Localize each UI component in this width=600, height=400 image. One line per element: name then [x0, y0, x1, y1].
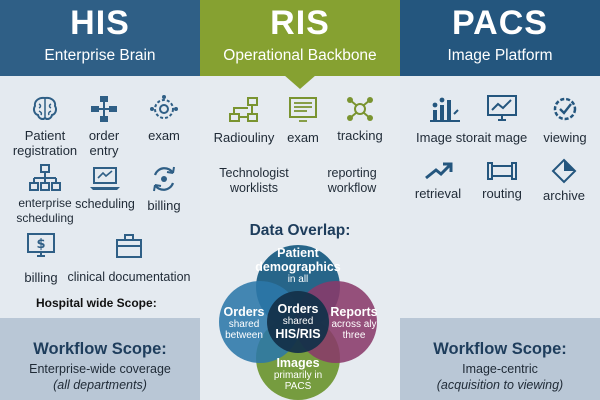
his-item-billing-2: $ billing: [14, 232, 68, 285]
diamond-arrow-icon: [551, 158, 577, 184]
pacs-header: PACS Image Platform: [400, 0, 600, 76]
arrow-retrieve-icon: [425, 162, 453, 180]
his-footer-line1: Enterprise-wide coverage: [29, 362, 171, 376]
his-item-label: Patient registration: [12, 128, 78, 158]
pacs-item-label: archive: [543, 188, 585, 203]
his-item-label: exam: [148, 128, 180, 143]
pacs-item-label: retrieval: [414, 186, 462, 201]
his-item-scheduling: scheduling: [72, 166, 138, 212]
venn-top-label: Patient demographics in all: [248, 246, 348, 285]
his-item-label: clinical documentation: [67, 270, 191, 284]
his-footer-title: Workflow Scope:: [33, 340, 167, 358]
his-footer: Workflow Scope: Enterprise-wide coverage…: [0, 318, 200, 400]
venn-bottom-label: Images primarily in PACS: [266, 356, 330, 392]
pacs-footer-title: Workflow Scope:: [433, 340, 567, 358]
check-gear-icon: [553, 97, 577, 121]
his-item-label: enterprise scheduling: [16, 196, 74, 225]
his-scope-note: Hospital wide Scope:: [36, 296, 157, 310]
dollar-monitor-icon: $: [27, 233, 55, 257]
pacs-item-image-storage: Image storait mage: [408, 96, 538, 145]
ris-item-label: Technologist worklists: [219, 166, 289, 195]
ris-item-label: Radiouliny: [213, 130, 275, 145]
venn-right-label: Reports across aly three: [328, 305, 380, 341]
pacs-item-routing: routing: [476, 160, 528, 201]
venn-center-sub: shared: [282, 316, 314, 327]
people-chart-icon: [430, 97, 460, 122]
ris-item-label: reporting workflow: [327, 166, 377, 195]
ris-item-radiology: Radiouliny: [206, 96, 282, 145]
venn-center-title: Orders: [277, 302, 319, 316]
workflow-icon: [91, 96, 117, 122]
ris-item-tracking: tracking: [328, 94, 392, 143]
pacs-item-monitor: [482, 94, 522, 124]
venn-bottom-sub: primarily in PACS: [273, 370, 323, 392]
ris-item-technologist-worklists: Technologist worklists: [204, 166, 304, 196]
org-chart-icon: [29, 164, 61, 191]
his-footer-line2: (all departments): [53, 378, 147, 392]
pacs-footer: Workflow Scope: Image-centric (acquisiti…: [400, 318, 600, 400]
his-item-patient-registration: Patient registration: [6, 94, 84, 158]
his-item-exam: exam: [136, 94, 192, 143]
his-header: HIS Enterprise Brain: [0, 0, 200, 76]
pacs-item-label: viewing: [543, 130, 587, 145]
pacs-footer-line1: Image-centric: [462, 362, 538, 376]
flowchart-icon: [229, 97, 258, 122]
venn-top-title: Patient demographics: [255, 246, 341, 274]
pacs-item-viewing: viewing: [536, 94, 594, 145]
cycle-icon: [153, 166, 175, 192]
venn-bottom-title: Images: [276, 356, 320, 370]
data-overlap-title: Data Overlap:: [249, 222, 351, 239]
venn-left-title: Orders: [223, 305, 265, 319]
his-item-enterprise-scheduling: enterprise scheduling: [4, 164, 86, 226]
venn-center-tail: HIS/RIS: [275, 327, 321, 341]
venn-top-sub: in all: [287, 274, 309, 285]
ris-header: RIS Operational Backbone: [200, 0, 400, 76]
pacs-item-retrieval: retrieval: [410, 160, 466, 201]
pacs-item-label: routing: [482, 186, 522, 201]
laptop-icon: [90, 167, 120, 190]
network-icon: [347, 97, 373, 121]
his-item-order-entry: order entry: [76, 94, 132, 158]
ris-subtitle: Operational Backbone: [223, 47, 377, 64]
ris-title: RIS: [270, 4, 330, 42]
svg-text:$: $: [36, 237, 45, 252]
pacs-footer-line2: (acquisition to viewing): [436, 378, 564, 392]
his-item-label: order entry: [88, 128, 120, 158]
his-item-billing: billing: [138, 164, 190, 213]
monitor-chart-icon: [487, 95, 517, 121]
his-item-clinical-documentation: clinical documentation: [64, 232, 194, 285]
his-item-label: billing: [147, 198, 181, 213]
gear-network-icon: [150, 95, 178, 119]
ris-header-notch: [284, 75, 316, 89]
venn-right-sub: across aly three: [331, 319, 377, 341]
briefcase-icon: [116, 234, 142, 258]
ris-item-reporting-workflow: reporting workflow: [314, 166, 390, 196]
his-item-label: billing: [24, 270, 58, 285]
ris-item-label: tracking: [337, 128, 383, 143]
his-subtitle: Enterprise Brain: [44, 47, 156, 64]
ris-item-exam: exam: [280, 96, 326, 145]
ris-item-label: exam: [287, 130, 319, 145]
pacs-item-label: Image storait mage: [416, 130, 528, 145]
ris-column: RIS Operational Backbone Radiouliny exam…: [200, 0, 400, 400]
pacs-title: PACS: [452, 4, 548, 42]
pacs-item-archive: archive: [536, 158, 592, 203]
his-column: HIS Enterprise Brain Patient registratio…: [0, 0, 200, 400]
monitor-list-icon: [289, 97, 317, 122]
pacs-subtitle: Image Platform: [447, 47, 553, 64]
his-title: HIS: [70, 4, 130, 42]
venn-center-label: Orders shared HIS/RIS: [270, 302, 326, 341]
venn-left-label: Orders shared between: [218, 305, 270, 341]
venn-circle-center: [267, 291, 329, 353]
venn-left-sub: shared between: [225, 319, 263, 341]
pacs-column: PACS Image Platform Image storait mage v…: [400, 0, 600, 400]
venn-diagram: [219, 245, 377, 400]
pipe-icon: [487, 162, 517, 180]
his-item-label: scheduling: [75, 197, 135, 211]
venn-right-title: Reports: [330, 305, 378, 319]
brain-icon: [33, 96, 57, 120]
